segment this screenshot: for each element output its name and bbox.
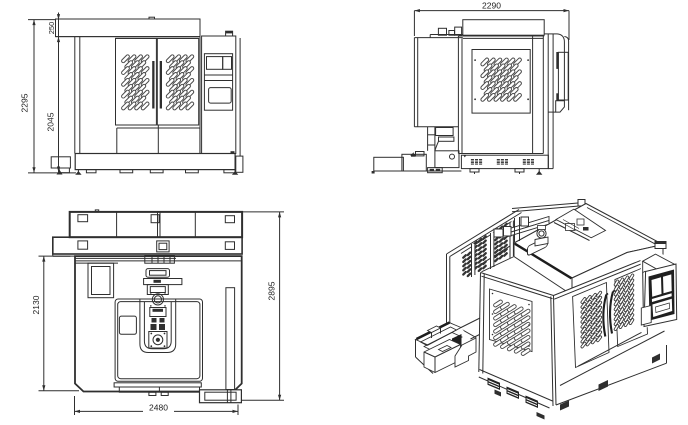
svg-text:2895: 2895 [267, 281, 277, 300]
svg-text:250: 250 [47, 22, 56, 35]
svg-text:2295: 2295 [20, 93, 30, 112]
svg-text:2130: 2130 [31, 295, 41, 314]
svg-text:2480: 2480 [149, 403, 168, 413]
svg-text:2290: 2290 [482, 1, 501, 11]
svg-text:2045: 2045 [46, 112, 56, 131]
